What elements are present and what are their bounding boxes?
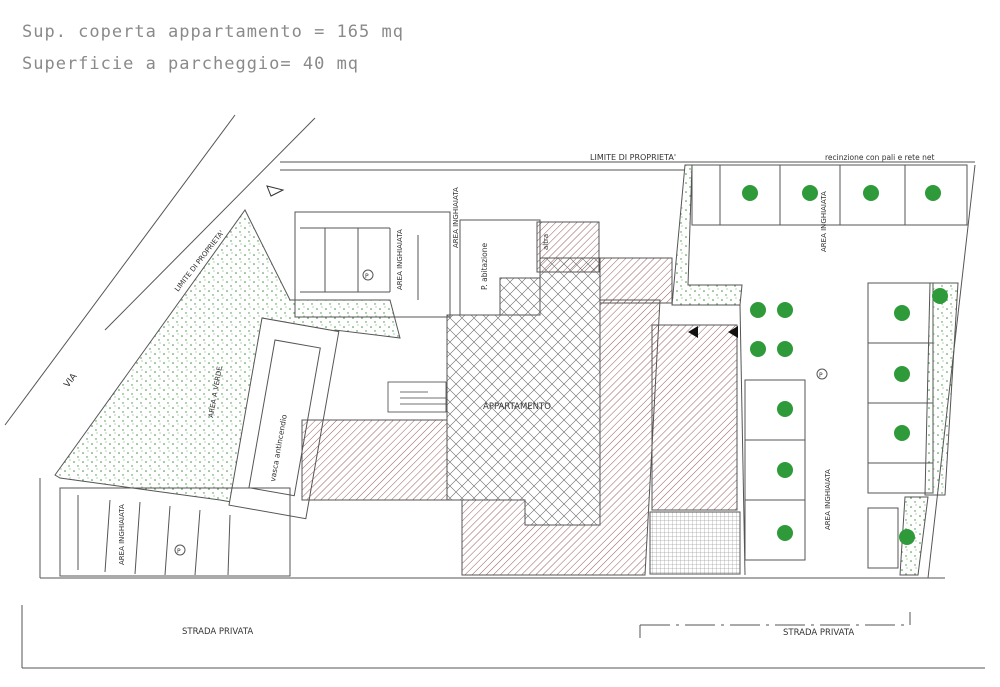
label-area-inghiaiata-2: AREA INGHIAIATA [452,187,460,248]
label-altra: altra [542,234,550,250]
parking-lower [59,487,291,577]
staircase [387,381,447,413]
label-area-inghiaiata-1: AREA INGHIAIATA [396,229,404,290]
label-area-inghiaiata-5: AREA INGHIAIATA [118,504,126,565]
label-recinzione: recinzione con pali e rete net [825,153,934,162]
header-parking-surface: Superficie a parcheggio= 40 mq [22,54,360,74]
trees [742,185,948,545]
parking-mark-lower: P [177,548,181,555]
header-surface-covered: Sup. coperta appartamento = 165 mq [22,22,404,42]
direction-arrows [688,326,738,338]
building-hatched [301,221,741,576]
label-via: VIA [62,371,80,390]
apartment-block [446,257,601,526]
label-appartamento: APPARTAMENTO [483,402,551,412]
label-area-inghiaiata-3: AREA INGHIAIATA [820,191,828,252]
label-p-abitazione: P. abitazione [480,243,489,290]
parking-mark-upper: P [365,273,369,280]
label-area-inghiaiata-4: AREA INGHIAIATA [824,469,832,530]
label-limite-top: LIMITE DI PROPRIETA' [590,153,676,162]
label-strada-privata-right: STRADA PRIVATA [783,628,854,638]
label-strada-privata-left: STRADA PRIVATA [182,627,253,637]
north-arrow-icon [266,185,285,197]
parking-mark-right: P [819,372,823,379]
